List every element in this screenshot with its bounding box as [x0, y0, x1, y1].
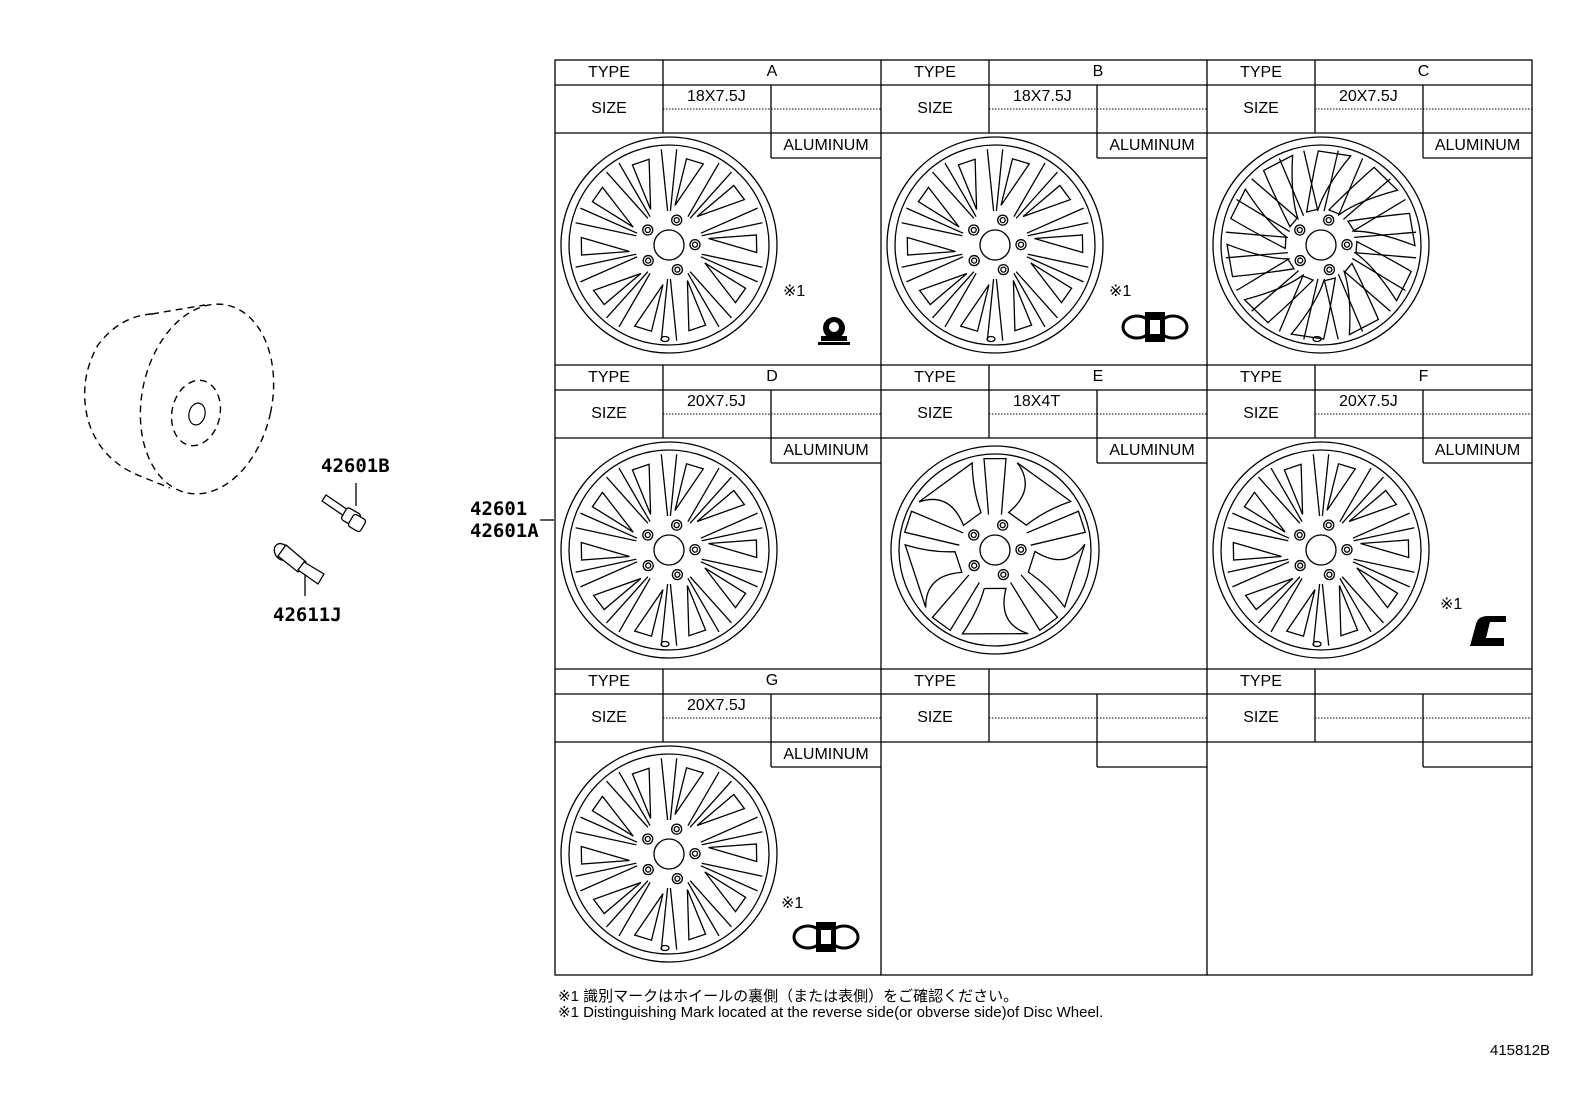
size-label: SIZE [1243, 709, 1279, 726]
size-label: SIZE [917, 100, 953, 117]
diagram-id: 415812B [1490, 1042, 1551, 1059]
size-label: SIZE [591, 100, 627, 117]
material-label: ALUMINUM [783, 137, 869, 154]
part-number-42611j: 42611J [273, 604, 342, 626]
material-label: ALUMINUM [783, 746, 869, 763]
material-label: ALUMINUM [783, 442, 869, 459]
part-number-42601: 42601 [470, 498, 528, 520]
type-label: TYPE [1240, 369, 1282, 386]
size-label: SIZE [591, 709, 627, 726]
type-value: G [765, 672, 779, 689]
type-label: TYPE [588, 673, 630, 690]
mark-reference: ※1 [1440, 596, 1463, 613]
valve-stem-j-icon [273, 542, 325, 596]
size-label: SIZE [1243, 405, 1279, 422]
size-value: 20X7.5J [1339, 88, 1398, 105]
size-label: SIZE [1243, 100, 1279, 117]
mark-reference: ※1 [783, 283, 806, 300]
type-value: E [1092, 368, 1104, 385]
type-label: TYPE [588, 64, 630, 81]
wheel-drawing [886, 136, 1104, 354]
size-label: SIZE [917, 405, 953, 422]
type-label: TYPE [914, 673, 956, 690]
type-label: TYPE [588, 369, 630, 386]
wheel-drawing [890, 445, 1100, 655]
type-value: D [766, 368, 778, 385]
type-value: A [766, 63, 778, 80]
size-value: 18X7.5J [1013, 88, 1072, 105]
size-label: SIZE [917, 709, 953, 726]
wheel-drawing [560, 441, 778, 659]
size-value: 18X4T [1013, 393, 1061, 410]
material-label: ALUMINUM [1434, 442, 1521, 459]
mark-reference: ※1 [1109, 283, 1132, 300]
type-label: TYPE [1240, 673, 1282, 690]
type-value: C [1417, 63, 1430, 80]
size-value: 20X7.5J [687, 697, 746, 714]
size-label: SIZE [591, 405, 627, 422]
tire-outline [83, 303, 275, 495]
material-label: ALUMINUM [1434, 137, 1521, 154]
step-bracket-icon [1470, 616, 1506, 646]
wheel-drawing [1212, 441, 1430, 659]
part-number-42601a: 42601A [470, 520, 539, 542]
size-value: 20X7.5J [687, 393, 746, 410]
type-label: TYPE [1240, 64, 1282, 81]
type-label: TYPE [914, 369, 956, 386]
wheel-drawing [560, 136, 778, 354]
type-value: F [1418, 368, 1429, 385]
type-label: TYPE [914, 64, 956, 81]
material-label: ALUMINUM [1109, 137, 1195, 154]
wheel-drawing [560, 745, 778, 963]
size-value: 18X7.5J [687, 88, 746, 105]
note-jp: ※1 識別マークはホイールの裏側（または表側）をご確認ください。 [558, 988, 1019, 1005]
valve-stem-b-icon [321, 483, 367, 533]
material-label: ALUMINUM [1109, 442, 1195, 459]
part-number-42601b: 42601B [321, 455, 390, 477]
ring-on-base-icon [818, 317, 850, 345]
double-ring-icon [792, 922, 860, 952]
type-value: B [1092, 63, 1104, 80]
size-value: 20X7.5J [1339, 393, 1398, 410]
mark-reference: ※1 [781, 895, 804, 912]
wheel-drawing [1212, 136, 1430, 354]
note-en: ※1 Distinguishing Mark located at the re… [558, 1004, 1104, 1021]
double-ring-icon [1121, 312, 1189, 342]
